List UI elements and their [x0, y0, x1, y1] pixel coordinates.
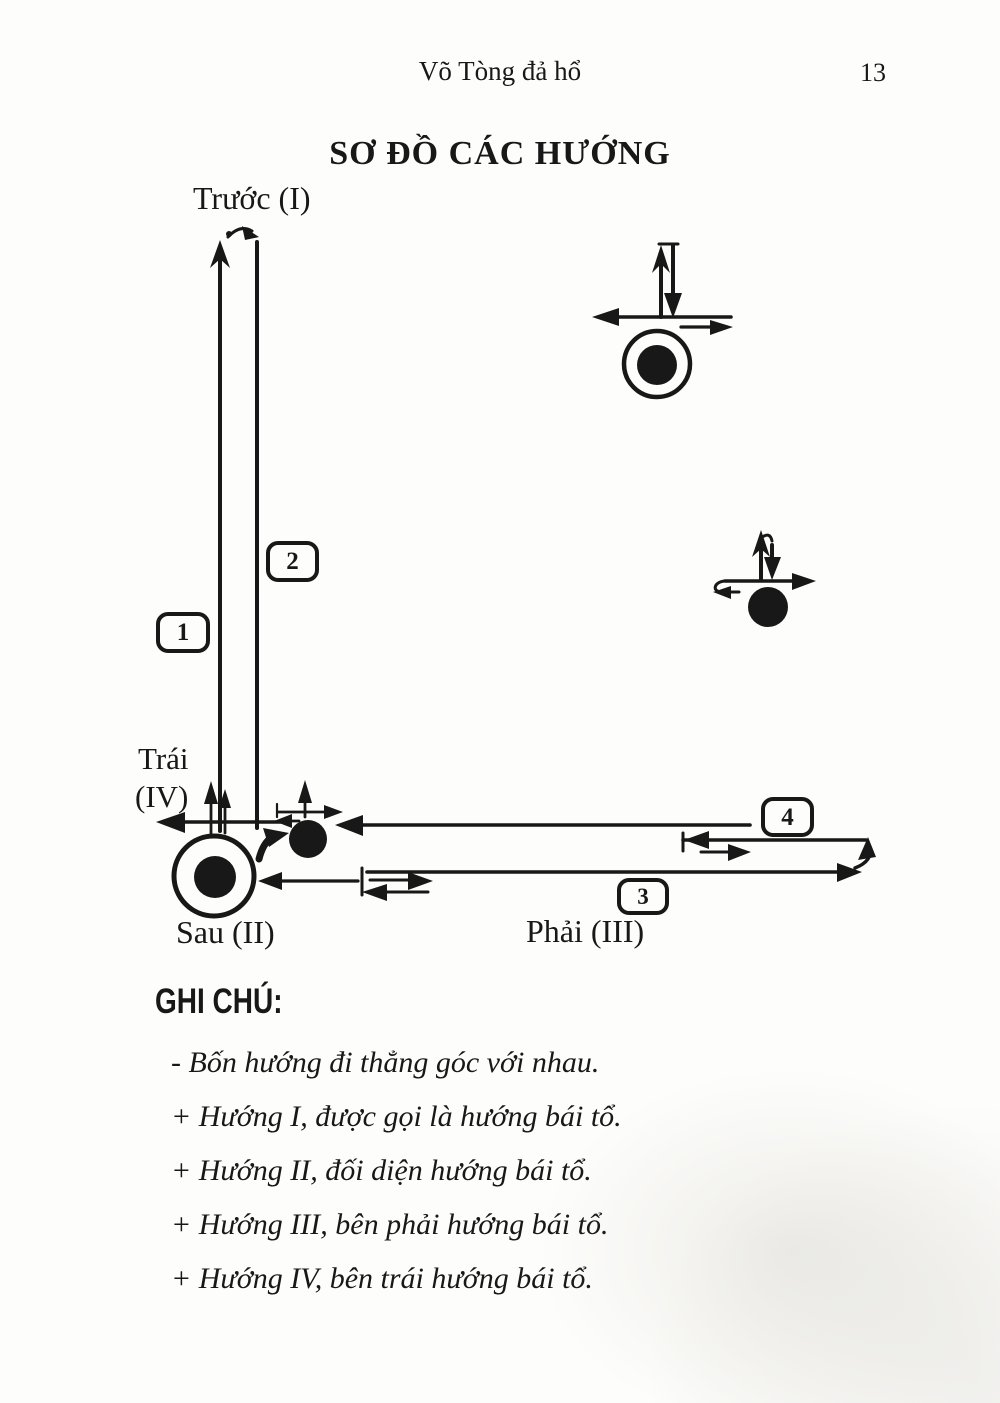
page-title: SƠ ĐỒ CÁC HƯỚNG: [329, 135, 671, 172]
label-left-direction-numeral: (IV): [135, 779, 189, 814]
step-badge-2: 2: [266, 541, 319, 582]
back-bullseye-marker: [171, 833, 257, 919]
note-item: - Bốn hướng đi thẳng góc với nhau.: [171, 1046, 600, 1079]
path3-outgoing-rail: [258, 837, 876, 901]
step-badge-4: 4: [761, 797, 814, 837]
note-item: + Hướng II, đối diện hướng bái tổ.: [171, 1154, 592, 1187]
note-item: + Hướng III, bên phải hướng bái tổ.: [171, 1208, 609, 1241]
step-badge-1: 1: [156, 612, 210, 653]
step-badge-3: 3: [617, 878, 669, 915]
note-item: + Hướng IV, bên trái hướng bái tổ.: [171, 1262, 593, 1295]
label-back-direction: Sau (II): [176, 914, 275, 950]
page-number: 13: [860, 58, 886, 87]
note-item: + Hướng I, được gọi là hướng bái tổ.: [171, 1100, 622, 1133]
notes-heading: GHI CHÚ:: [155, 982, 283, 1021]
corner-turn-arrow: [255, 828, 289, 863]
path4-return-rail: [335, 815, 868, 861]
center-dot-marker: [274, 780, 343, 858]
label-right-direction: Phải (III): [526, 913, 645, 949]
label-front-direction: Trước (I): [193, 180, 311, 216]
front-direction-line: [210, 226, 259, 833]
mid-right-compass-figure: [713, 530, 816, 627]
label-left-direction-word: Trái: [138, 741, 189, 776]
left-direction-arrow: [156, 781, 287, 835]
book-title: Võ Tòng đả hổ: [418, 56, 582, 86]
upper-right-compass-figure: [592, 242, 733, 400]
